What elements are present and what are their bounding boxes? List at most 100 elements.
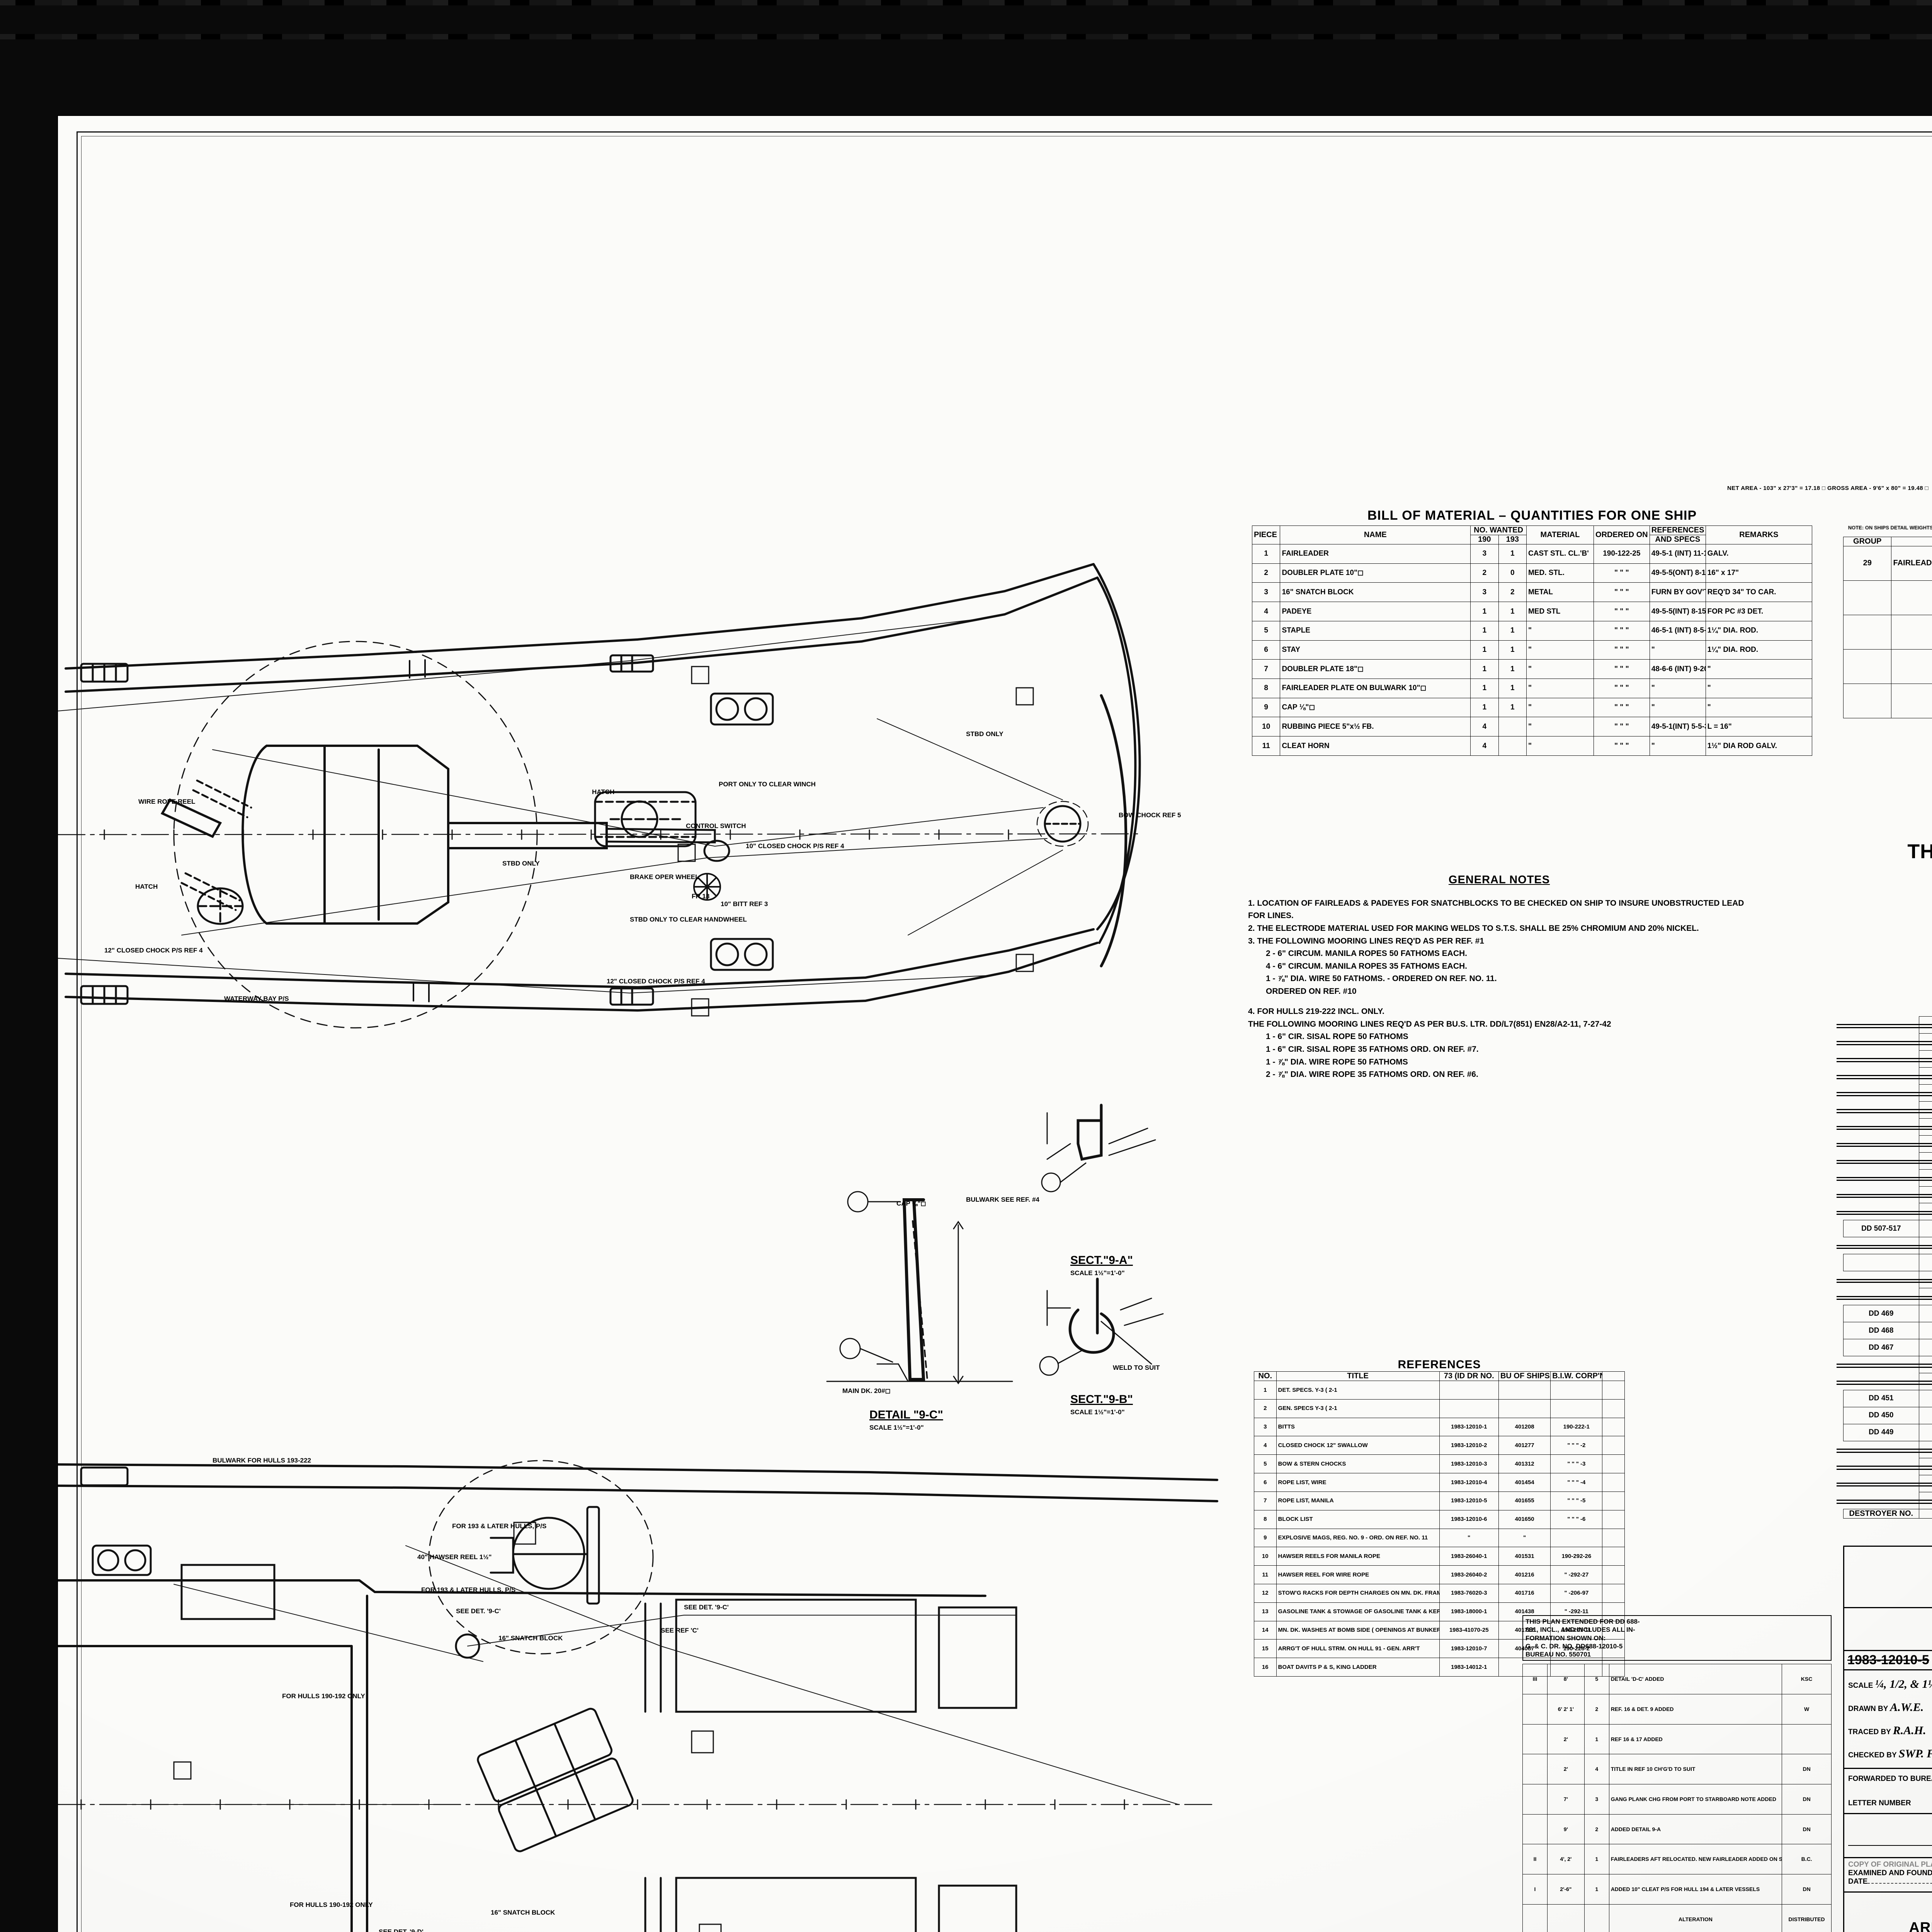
- table-cell: [1843, 614, 1892, 650]
- bom-h-references: REFERENCES: [1649, 526, 1706, 535]
- table-cell: [1602, 1454, 1625, 1474]
- table-cell: DD 633-641: [1918, 1101, 1932, 1119]
- table-cell: 2: [1252, 563, 1281, 583]
- bom-h-ordered: ORDERED ON: [1593, 526, 1650, 544]
- table-cell: ": [1439, 1528, 1499, 1548]
- table-row: DD 465SAUFLEY202: [1836, 1373, 1932, 1390]
- title-block-field-row: SCALE ¼, 1/2, & 1½" = 1 FTDATE MARCH 22,…: [1848, 1673, 1932, 1696]
- table-cell: [1602, 1399, 1625, 1418]
- plan-label: DETAIL "9-C": [869, 1408, 943, 1421]
- table-row: DD 554-559SEATTLE-TACOMA SHIPBUILDING CO…: [1836, 1169, 1932, 1187]
- table-cell: [1602, 1639, 1625, 1658]
- general-note-item: 1. LOCATION OF FAIRLEADS & PADEYES FOR S…: [1248, 898, 1744, 920]
- plan-label: SECT."9-B": [1070, 1393, 1133, 1406]
- table-cell: CHEVALIER: [1918, 1389, 1932, 1407]
- table-cell: [1522, 1724, 1548, 1755]
- table-row: DD 528-541: [1836, 1135, 1932, 1153]
- table-cell: ": [1526, 640, 1594, 660]
- table-cell: 401277: [1498, 1436, 1551, 1455]
- tb-forwarded-label: FORWARDED TO BUREAU: [1848, 1774, 1932, 1783]
- table-cell: " " " -4: [1550, 1473, 1603, 1492]
- table-cell: 1: [1498, 697, 1527, 718]
- table-cell: 4: [1470, 717, 1499, 737]
- table-row: DD 467STRONG193: [1843, 1339, 1932, 1357]
- table-cell: REQ'D 34" TO CAR.: [1705, 582, 1813, 602]
- table-cell: 4: [1254, 1436, 1277, 1455]
- table-cell: DD 446: [1918, 1475, 1932, 1492]
- plan-extension-note: THIS PLAN EXTENDED FOR DD 688-691, INCL.…: [1522, 1615, 1832, 1661]
- table-cell: 49-5-1 (INT) 11-18-40: [1649, 544, 1706, 564]
- column-header: TITLE: [1276, 1371, 1440, 1381]
- table-cell: PADEYE: [1280, 602, 1471, 621]
- table-cell: 8': [1547, 1664, 1585, 1694]
- table-cell: ": [1649, 736, 1706, 756]
- table-cell: FURN BY GOV'T: [1649, 582, 1706, 602]
- table-cell: ADDED 10" CLEAT P/S FOR HULL 194 & LATER…: [1609, 1874, 1782, 1905]
- tb-old-number: 1983-12010-5: [1847, 1652, 1929, 1667]
- table-cell: ROPE LIST, WIRE: [1276, 1473, 1440, 1492]
- bom-h-specs: AND SPECS: [1649, 535, 1706, 544]
- table-cell: [1602, 1528, 1625, 1548]
- column-header: NO.: [1254, 1371, 1277, 1381]
- table-cell: ": [1705, 659, 1813, 679]
- table-cell: DETAIL 'D-C' ADDED: [1609, 1664, 1782, 1694]
- table-cell: [1522, 1784, 1548, 1815]
- table-cell: [1891, 683, 1932, 718]
- table-cell: " -206-97: [1550, 1583, 1603, 1603]
- table-cell: STAPLE: [1280, 621, 1471, 641]
- table-cell: DD 649-651: [1918, 1050, 1932, 1068]
- table-cell: 1983-26040-2: [1439, 1565, 1499, 1584]
- table-cell: BITTS: [1276, 1417, 1440, 1437]
- tb-examined: COPY OF ORIGINAL PLAN EXAMINED AND FOUND…: [1844, 1858, 1932, 1893]
- table-cell: CLOSED CHOCK 12" SWALLOW: [1276, 1436, 1440, 1455]
- table-cell: 13: [1254, 1602, 1277, 1621]
- table-cell: [1602, 1436, 1625, 1455]
- table-cell: DN: [1782, 1784, 1832, 1815]
- table-row: DD 447JENKINS200: [1836, 1458, 1932, 1475]
- table-cell: 7': [1547, 1784, 1585, 1815]
- table-row: DD 468TAYLOR194: [1843, 1322, 1932, 1340]
- table-cell: [1498, 1381, 1551, 1400]
- table-cell: " " ": [1593, 563, 1650, 583]
- table-cell: DD 642-644: [1918, 1084, 1932, 1102]
- table-cell: 3: [1584, 1784, 1609, 1815]
- table-cell: FOR PC #3 DET.: [1705, 602, 1813, 621]
- table-cell: DN: [1782, 1874, 1832, 1905]
- table-cell: ": [1705, 679, 1813, 698]
- table-cell: DD 550-553: [1918, 1186, 1932, 1204]
- table-cell: " " ": [1593, 679, 1650, 698]
- bom-title: BILL OF MATERIAL – QUANTITIES FOR ONE SH…: [1367, 508, 1697, 523]
- table-cell: 2: [1470, 563, 1499, 583]
- plan-label: MAIN DK. 20#◻: [842, 1387, 891, 1395]
- field-label: CHECKED BY SWP. FFF: [1848, 1742, 1932, 1765]
- table-cell: " " ": [1593, 582, 1650, 602]
- table-cell: 190-222-1: [1550, 1417, 1603, 1437]
- table-cell: DD 583-596: [1918, 1152, 1932, 1170]
- table-row: DD 449NICHOLAS190: [1843, 1423, 1932, 1441]
- table-row: DD 633-641208-210: [1836, 1101, 1932, 1119]
- table-cell: [1522, 1814, 1548, 1845]
- table-cell: METAL: [1526, 582, 1594, 602]
- table-cell: 401531: [1498, 1547, 1551, 1566]
- table-cell: TITLE IN REF 10 CH'G'D TO SUIT: [1609, 1754, 1782, 1784]
- table-cell: 1983-41070-25: [1439, 1621, 1499, 1640]
- table-cell: 1: [1498, 602, 1527, 621]
- table-cell: BLOCK LIST: [1276, 1510, 1440, 1529]
- table-cell: 46-5-1 (INT) 8-5-39: [1649, 621, 1706, 641]
- table-cell: [1782, 1724, 1832, 1755]
- table-cell: BOAT DAVITS P & S, KING LADDER: [1276, 1658, 1440, 1677]
- table-cell: 2': [1547, 1724, 1585, 1755]
- table-cell: II: [1522, 1844, 1548, 1874]
- cw-grid: GROUPDESCRIPTIONCALC.BU.SHIPSCALC.-BU. 2…: [1843, 536, 1932, 718]
- table-cell: 1: [1498, 640, 1527, 660]
- table-cell: DD 450: [1843, 1406, 1919, 1424]
- table-cell: 49-5-5(ONT) 8-15-40: [1649, 563, 1706, 583]
- table-cell: 1: [1254, 1381, 1277, 1400]
- table-cell: 11: [1252, 736, 1281, 756]
